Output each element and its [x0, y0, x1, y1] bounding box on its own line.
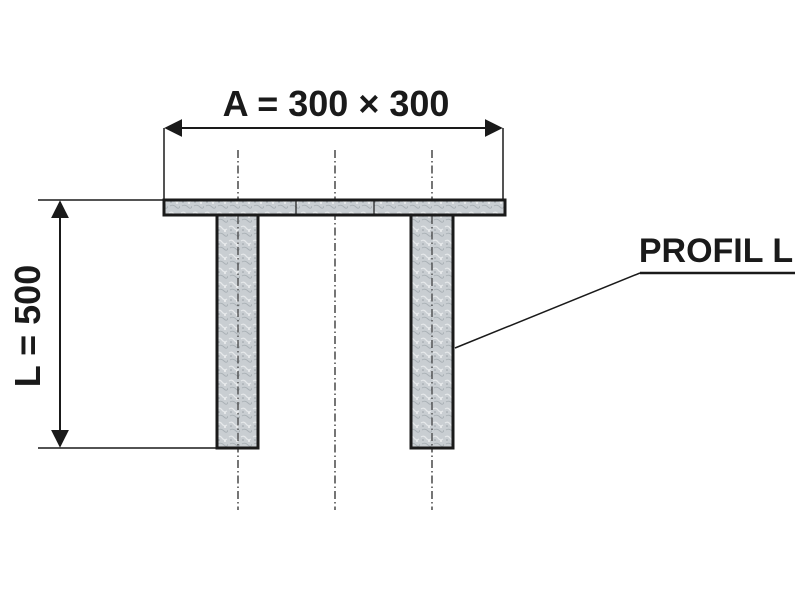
top-plate: [162, 198, 507, 217]
profile-leg-right: [409, 213, 455, 450]
profile-leg-left: [215, 213, 260, 450]
center-lines: [237, 150, 433, 510]
length-dimension: L = 500: [7, 199, 217, 449]
length-dimension-label: L = 500: [7, 265, 48, 387]
callout-leader-line: [454, 272, 641, 349]
callout-label: PROFIL L: [639, 232, 793, 270]
top-plate-body: [162, 198, 507, 217]
width-dimension: A = 300 × 300: [163, 83, 504, 200]
profile-callout: PROFIL L: [454, 232, 795, 349]
width-dimension-label: A = 300 × 300: [223, 83, 450, 124]
